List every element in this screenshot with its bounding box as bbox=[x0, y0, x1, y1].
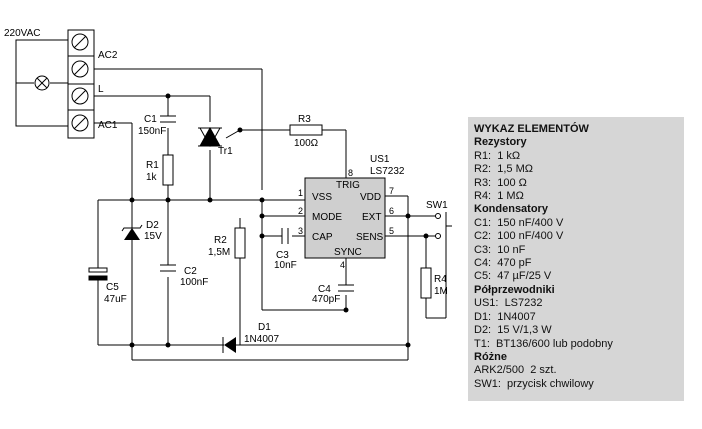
capacitor-c1 bbox=[160, 115, 176, 123]
label-c5-value: 47uF bbox=[104, 294, 127, 305]
pin-label-trig: TRIG bbox=[336, 180, 360, 191]
pin-number-5: 5 bbox=[389, 226, 394, 236]
capacitor-c4 bbox=[338, 284, 354, 292]
pin-number-1: 1 bbox=[298, 188, 303, 198]
bom-item: T1: BT136/600 lub podobny bbox=[474, 337, 613, 350]
label-c1-value: 150nF bbox=[138, 126, 166, 137]
triac-tr1 bbox=[198, 126, 222, 148]
bom-item: ARK2/500 2 szt. bbox=[474, 364, 557, 377]
label-c1: C1 bbox=[144, 114, 157, 125]
pin-number-8: 8 bbox=[348, 168, 353, 178]
label-r1: R1 bbox=[146, 160, 159, 171]
bom-item: C5: 47 µF/25 V bbox=[474, 270, 552, 283]
pin-label-ext: EXT bbox=[362, 212, 381, 223]
bom-heading-resistors: Rezystory bbox=[474, 136, 527, 149]
label-d1-value: 1N4007 bbox=[244, 334, 279, 345]
bom-item: C2: 100 nF/400 V bbox=[474, 230, 564, 243]
junction-dots bbox=[129, 93, 429, 348]
label-c2: C2 bbox=[184, 266, 197, 277]
bom-heading-misc: Różne bbox=[474, 350, 507, 363]
label-us1-value: LS7232 bbox=[370, 166, 405, 177]
label-c2-value: 100nF bbox=[180, 277, 208, 288]
diode-d1 bbox=[222, 337, 236, 353]
zener-d2 bbox=[121, 224, 143, 248]
resistor-r4 bbox=[420, 267, 432, 299]
pin-label-sens: SENS bbox=[356, 232, 384, 243]
bom-item: SW1: przycisk chwilowy bbox=[474, 377, 594, 390]
pin-label-mode: MODE bbox=[312, 212, 342, 223]
label-r3-value: 100Ω bbox=[294, 138, 319, 149]
label-c5: C5 bbox=[106, 282, 119, 293]
bom-item: R3: 100 Ω bbox=[474, 176, 527, 189]
label-l: L bbox=[98, 84, 104, 95]
bom-item: R4: 1 MΩ bbox=[474, 190, 524, 203]
label-r4-value: 1M bbox=[434, 286, 448, 297]
label-mains: 220VAC bbox=[4, 28, 41, 39]
bom-item: R1: 1 kΩ bbox=[474, 149, 521, 162]
label-r2: R2 bbox=[214, 235, 227, 246]
pin-label-cap: CAP bbox=[312, 232, 333, 243]
capacitor-c5 bbox=[88, 267, 108, 281]
label-c4-value: 470pF bbox=[312, 294, 340, 305]
label-d1: D1 bbox=[258, 322, 271, 333]
bom-item: C4: 470 pF bbox=[474, 257, 532, 270]
label-c3: C3 bbox=[276, 250, 289, 261]
pin-number-3: 3 bbox=[298, 226, 303, 236]
pin-number-6: 6 bbox=[389, 206, 394, 216]
bom-heading-capacitors: Kondensatory bbox=[474, 203, 548, 216]
label-r3: R3 bbox=[298, 114, 311, 125]
bom-title: WYKAZ ELEMENTÓW bbox=[474, 123, 589, 135]
bom-item: D2: 15 V/1,3 W bbox=[474, 324, 552, 337]
capacitor-c2 bbox=[160, 264, 176, 272]
pin-label-vdd: VDD bbox=[360, 192, 381, 203]
label-r2-value: 1,5M bbox=[208, 247, 230, 258]
resistor-r2 bbox=[234, 227, 246, 259]
pin-label-sync: SYNC bbox=[334, 247, 362, 258]
terminal-block bbox=[67, 29, 95, 139]
label-ac2: AC2 bbox=[98, 50, 118, 61]
label-us1: US1 bbox=[370, 154, 390, 165]
label-ac1: AC1 bbox=[98, 120, 118, 131]
switch-sw1 bbox=[435, 212, 452, 240]
label-r4: R4 bbox=[434, 274, 447, 285]
ic-us1 bbox=[304, 177, 386, 259]
schematic-labels: 220VAC AC2 L AC1 C1 150nF R1 1k R3 100Ω … bbox=[4, 28, 448, 345]
bom-item: US1: LS7232 bbox=[474, 297, 543, 310]
bill-of-materials: WYKAZ ELEMENTÓW Rezystory R1: 1 kΩ R2: 1… bbox=[468, 117, 684, 401]
pin-number-2: 2 bbox=[298, 206, 303, 216]
label-d2: D2 bbox=[146, 220, 159, 231]
label-c4: C4 bbox=[318, 284, 331, 295]
resistor-r1 bbox=[162, 154, 174, 186]
bom-item: D1: 1N4007 bbox=[474, 310, 536, 323]
bom-item: C3: 10 nF bbox=[474, 243, 526, 256]
label-d2-value: 15V bbox=[144, 231, 162, 242]
pin-label-vss: VSS bbox=[312, 192, 332, 203]
capacitor-c3 bbox=[281, 228, 289, 244]
bom-heading-semiconductors: Półprzewodniki bbox=[474, 283, 555, 296]
label-c3-value: 10nF bbox=[274, 260, 297, 271]
bom-item: R2: 1,5 MΩ bbox=[474, 163, 533, 176]
label-sw1: SW1 bbox=[426, 200, 448, 211]
label-r1-value: 1k bbox=[146, 172, 158, 183]
label-tr1: Tr1 bbox=[218, 146, 233, 157]
pin-number-7: 7 bbox=[389, 186, 394, 196]
bom-item: C1: 150 nF/400 V bbox=[474, 216, 564, 229]
resistor-r3 bbox=[289, 124, 323, 136]
pin-number-4: 4 bbox=[340, 260, 345, 270]
